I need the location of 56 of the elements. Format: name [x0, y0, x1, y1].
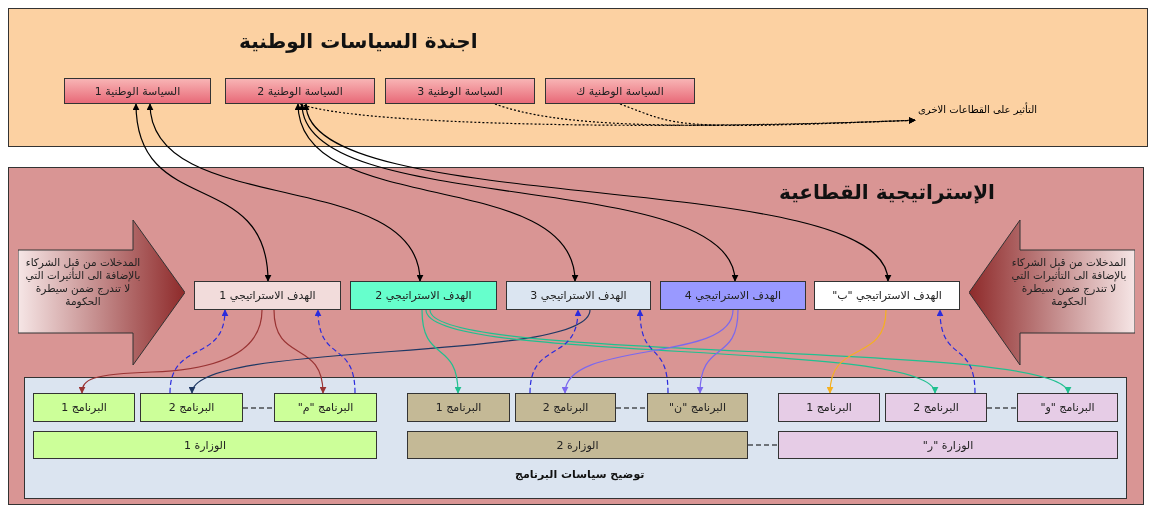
impact-label: التأثير على القطاعات الاخرى — [915, 104, 1040, 122]
arrow — [529, 309, 581, 394]
arrow — [305, 103, 889, 282]
arrow — [696, 309, 739, 394]
dashed-connector — [615, 407, 648, 409]
program-box: البرنامج "و" — [1017, 393, 1118, 422]
goal-box: الهدف الاستراتيجي 2 — [350, 281, 497, 310]
arrow — [429, 309, 1069, 394]
goal-box: الهدف الاستراتيجي 3 — [506, 281, 651, 310]
policy-box: السياسة الوطنية 3 — [385, 78, 535, 104]
program-box: البرنامج 2 — [140, 393, 243, 422]
arrow — [191, 309, 591, 394]
arrow — [300, 103, 737, 282]
arrow — [563, 309, 734, 394]
program-box: البرنامج 1 — [33, 393, 135, 422]
policy-box: السياسة الوطنية ك — [545, 78, 695, 104]
arrow — [636, 309, 669, 394]
arrow — [133, 103, 271, 282]
policy-box: السياسة الوطنية 2 — [225, 78, 375, 104]
dashed-connector — [242, 407, 275, 409]
goal-box: الهدف الاستراتيجي "ب" — [814, 281, 960, 310]
section-panel — [8, 167, 1144, 505]
program-box: البرنامج 2 — [515, 393, 616, 422]
section-panel — [8, 8, 1148, 147]
arrow — [78, 309, 263, 394]
policy-box: السياسة الوطنية 1 — [64, 78, 211, 104]
program-box: البرنامج "ن" — [647, 393, 748, 422]
ministry-box: الوزارة 1 — [33, 431, 377, 459]
ministry-box: الوزارة 2 — [407, 431, 748, 459]
arrow — [421, 309, 462, 394]
goal-box: الهدف الاستراتيجي 1 — [194, 281, 341, 310]
arrow — [936, 309, 976, 394]
callout-shape — [969, 220, 1135, 365]
arrow-text: المدخلات من قبل الشركاء بالإضافة الى التأثيرات التي لا تندرج ضمن سيطرة الحكومة — [1010, 256, 1128, 308]
section-heading: توضيح سياسات البرنامج — [515, 468, 645, 481]
arrow-text: المدخلات من قبل الشركاء بالإضافة الى التأثيرات التي لا تندرج ضمن سيطرة الحكومة — [24, 256, 142, 308]
section-heading: الإستراتيجية القطاعية — [779, 180, 995, 204]
arrow — [273, 309, 326, 394]
dashed-connector — [986, 407, 1018, 409]
arrow — [827, 309, 887, 394]
dashed-connector — [747, 444, 779, 446]
arrow — [619, 103, 916, 126]
arrow — [425, 309, 936, 394]
program-panel — [24, 377, 1127, 499]
program-box: البرنامج 2 — [885, 393, 987, 422]
arrow — [314, 309, 356, 394]
program-box: البرنامج 1 — [778, 393, 880, 422]
program-box: البرنامج "م" — [274, 393, 377, 422]
callout-shape — [18, 220, 185, 365]
section-heading: اجندة السياسات الوطنية — [239, 29, 478, 53]
arrow — [295, 103, 578, 282]
goal-box: الهدف الاستراتيجي 4 — [660, 281, 806, 310]
arrow — [169, 309, 228, 394]
arrow — [147, 103, 423, 282]
ministry-box: الوزارة "ر" — [778, 431, 1118, 459]
program-box: البرنامج 1 — [407, 393, 510, 422]
